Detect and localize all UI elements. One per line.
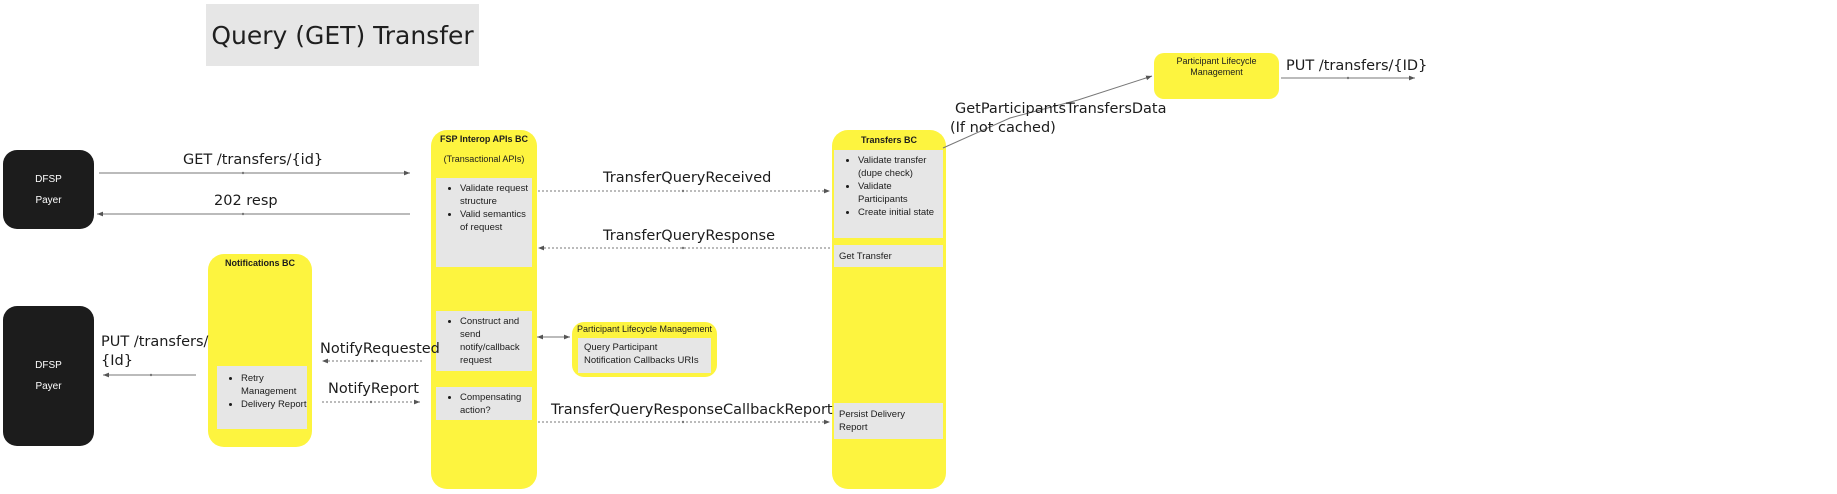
list-item: Validate request structure	[460, 182, 532, 208]
list-item: Validate Participants	[858, 180, 943, 206]
label-notify-report: NotifyReport	[328, 381, 419, 397]
fsp-interop-bc-subtitle: (Transactional APIs)	[443, 154, 525, 164]
list-item: Compensating action?	[460, 391, 532, 417]
label-notify-requested: NotifyRequested	[320, 341, 440, 357]
transfers-bc-title: Transfers BC	[860, 135, 918, 145]
fsp-validate-box: Validate request structure Valid semanti…	[436, 178, 532, 267]
dfsp-payer-top: DFSP Payer	[3, 150, 94, 229]
list-item: Retry Management	[241, 372, 307, 398]
page-title: Query (GET) Transfer	[206, 4, 479, 66]
label-get-participants: GetParticipantsTransfersData	[955, 101, 1167, 117]
fsp-construct-box: Construct and send notify/callback reque…	[436, 311, 532, 371]
notifications-bc-title: Notifications BC	[224, 258, 295, 268]
label-transfer-query-received: TransferQueryReceived	[603, 170, 772, 186]
label-202-resp: 202 resp	[214, 193, 278, 209]
dfsp-payer-bottom: DFSP Payer	[3, 306, 94, 446]
label-transfer-query-response-callback-report: TransferQueryResponseCallbackReport	[551, 402, 833, 418]
arrow-get-participants	[942, 75, 1153, 149]
label-put-transfers-ID: PUT /transfers/{ID}	[1286, 58, 1428, 74]
plm-top-panel	[1154, 53, 1279, 99]
dfsp-label: DFSP	[35, 360, 62, 371]
get-transfer-box: Get Transfer	[834, 245, 943, 267]
list-item: Delivery Report	[241, 398, 307, 411]
list-item: Create initial state	[858, 206, 943, 219]
fsp-compensating-box: Compensating action?	[436, 387, 532, 420]
label-if-not-cached: (If not cached)	[950, 120, 1056, 136]
list-item: Validate transfer (dupe check)	[858, 154, 943, 180]
list-item: Construct and send notify/callback reque…	[460, 315, 532, 367]
persist-delivery-report-box: Persist Delivery Report	[834, 403, 943, 439]
notifications-bc-box: Retry Management Delivery Report	[217, 366, 307, 429]
list-item: Valid semantics of request	[460, 208, 532, 234]
label-put-transfers-id: PUT /transfers/{Id}	[101, 334, 209, 369]
payer-label: Payer	[35, 381, 62, 392]
transfers-validate-box: Validate transfer (dupe check) Validate …	[834, 150, 943, 238]
label-transfer-query-response: TransferQueryResponse	[603, 228, 776, 244]
plm-small-title: Participant Lifecycle Management	[576, 324, 713, 334]
payer-label: Payer	[35, 194, 62, 206]
plm-small-box: Query Participant Notification Callbacks…	[578, 338, 711, 373]
label-get-transfers: GET /transfers/{id}	[183, 152, 324, 168]
plm-top-title: Participant Lifecycle Management	[1176, 56, 1257, 77]
fsp-interop-bc-title: FSP Interop APIs BC	[439, 134, 528, 144]
dfsp-label: DFSP	[35, 173, 62, 185]
